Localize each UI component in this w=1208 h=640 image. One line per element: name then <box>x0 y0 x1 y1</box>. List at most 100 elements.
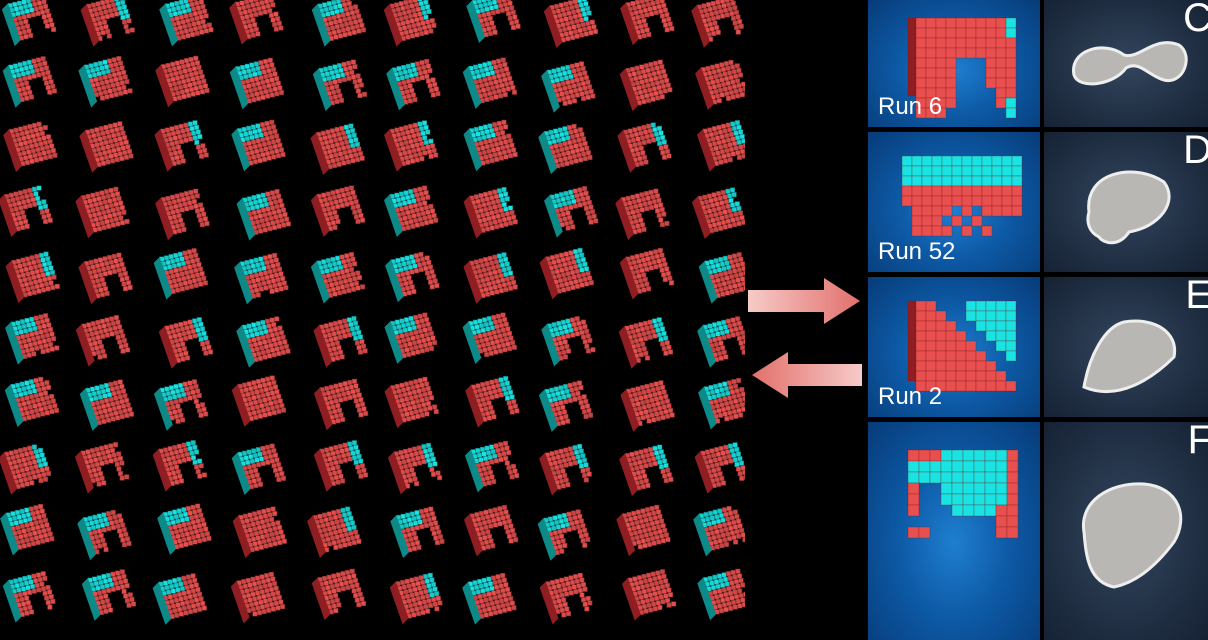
design-panel: Run 52 <box>868 132 1040 272</box>
voxel-design <box>463 187 518 239</box>
design-panel: Run 2 <box>868 277 1040 417</box>
voxel-design <box>152 440 207 492</box>
voxel-design <box>465 376 520 428</box>
voxel-design <box>390 506 445 559</box>
voxel-design <box>537 509 591 561</box>
voxel-design <box>2 571 56 623</box>
voxel-design <box>621 569 677 621</box>
voxel-design <box>462 57 517 109</box>
voxel-design <box>694 442 745 494</box>
voxel-design <box>80 0 135 47</box>
voxel-design <box>0 185 53 237</box>
voxel-design <box>697 568 745 621</box>
voxel-design <box>539 572 593 625</box>
arrow-right-icon <box>748 278 860 324</box>
voxel-design <box>153 379 209 431</box>
voxel-design <box>152 573 207 625</box>
organism-image <box>1081 482 1183 589</box>
voxel-design <box>75 442 130 494</box>
voxel-design <box>311 568 366 621</box>
voxel-design <box>236 189 291 241</box>
panel-letter: E <box>1185 277 1208 317</box>
voxel-design <box>387 442 443 495</box>
voxel-design <box>616 504 671 557</box>
arrow-left-icon <box>752 352 862 398</box>
voxel-design <box>384 312 438 364</box>
voxel-design <box>466 0 521 43</box>
voxel-design <box>901 155 1023 237</box>
voxel-design <box>3 121 58 172</box>
voxel-design <box>541 61 596 113</box>
organism-body <box>1082 319 1177 393</box>
organism-photo: D <box>1044 132 1208 272</box>
voxel-design <box>907 17 1017 119</box>
voxel-design <box>386 58 441 111</box>
voxel-design <box>691 0 744 48</box>
voxel-design <box>698 252 745 304</box>
voxel-design <box>384 185 439 237</box>
voxel-design <box>307 506 362 559</box>
voxel-design <box>5 313 60 365</box>
voxel-design <box>696 120 745 172</box>
voxel-design <box>2 56 57 108</box>
voxel-design <box>907 300 1017 392</box>
voxel-design <box>310 123 365 175</box>
organism-photo: E <box>1044 277 1208 417</box>
voxel-design <box>313 316 368 368</box>
voxel-design <box>81 569 137 621</box>
design-panel <box>868 422 1040 640</box>
design-panel: Run 6 <box>868 0 1040 127</box>
voxel-design <box>154 120 209 172</box>
run-label: Run 6 <box>878 93 943 120</box>
voxel-design <box>158 317 214 369</box>
voxel-design <box>462 312 517 364</box>
voxel-design <box>79 379 134 431</box>
panel-letter: F <box>1187 422 1208 462</box>
voxel-design <box>232 506 287 558</box>
voxel-design <box>79 121 134 173</box>
organism-image <box>1082 319 1177 393</box>
voxel-design <box>0 444 52 495</box>
voxel-design <box>615 188 670 241</box>
organism-body <box>1086 170 1171 245</box>
voxel-design <box>620 380 675 432</box>
organism-image <box>1072 41 1188 86</box>
organism-photo: C <box>1044 0 1208 127</box>
voxel-design <box>4 376 60 428</box>
voxel-design <box>538 380 594 432</box>
voxel-design <box>231 375 286 427</box>
voxel-design <box>463 252 518 304</box>
voxel-design <box>313 378 369 431</box>
voxel-design <box>236 316 291 368</box>
organism-image <box>1086 170 1171 245</box>
voxel-design <box>0 504 55 556</box>
voxel-design <box>619 444 674 497</box>
voxel-design <box>691 187 745 239</box>
organism-body <box>1072 41 1188 86</box>
voxel-design <box>153 248 208 300</box>
voxel-design <box>384 376 439 429</box>
voxel-design <box>234 252 289 305</box>
voxel-design <box>310 252 366 304</box>
voxel-design <box>231 443 286 496</box>
voxel-design <box>311 0 367 47</box>
voxel-design <box>313 440 369 492</box>
voxel-design <box>695 59 745 111</box>
voxel-design <box>385 252 440 303</box>
voxel-design <box>78 56 133 108</box>
voxel-design <box>620 0 675 46</box>
voxel-design <box>229 0 284 45</box>
voxel-design <box>1 0 57 47</box>
evolved-designs-grid <box>0 0 745 625</box>
voxel-design <box>155 188 210 241</box>
panel-letter: C <box>1183 0 1208 40</box>
voxel-design <box>5 251 60 304</box>
voxel-design <box>698 377 745 430</box>
voxel-design <box>543 0 599 49</box>
panel-letter: D <box>1183 132 1208 172</box>
voxel-design <box>619 248 675 300</box>
voxel-design <box>312 59 368 112</box>
voxel-design <box>538 123 593 175</box>
organism-photo: F <box>1044 422 1208 640</box>
voxel-design <box>907 449 1019 539</box>
